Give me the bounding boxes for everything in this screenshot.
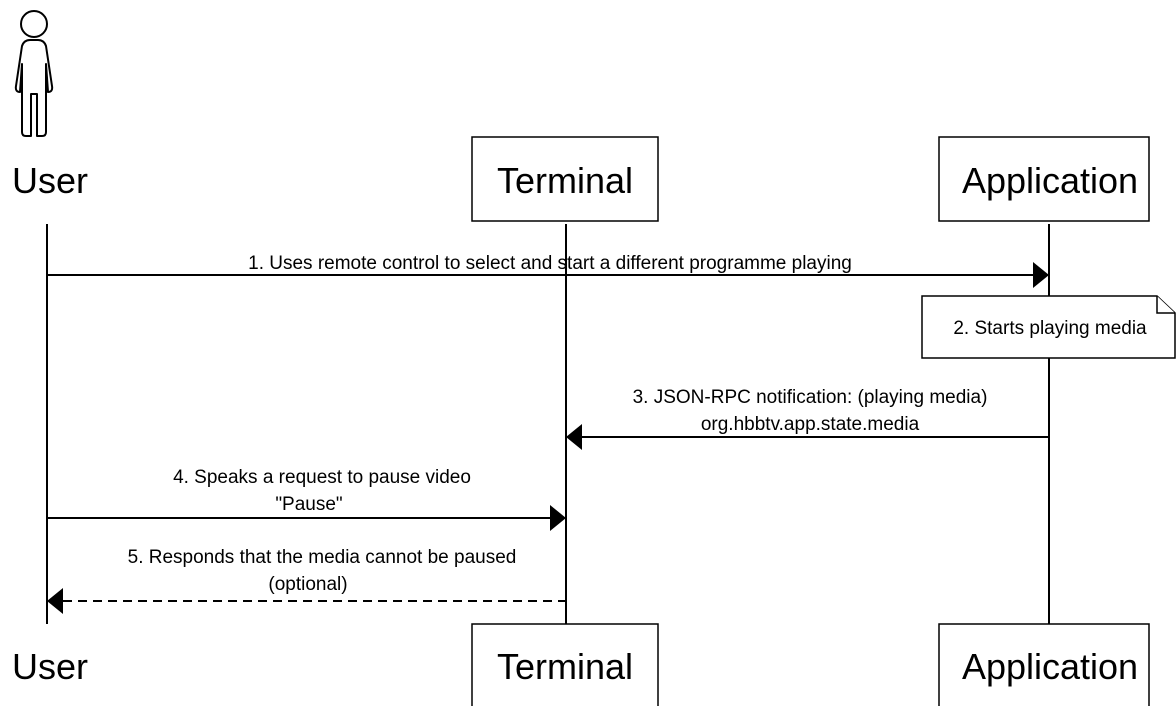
message-5-label-line1: 5. Responds that the media cannot be pau… xyxy=(128,547,517,568)
user-actor-icon xyxy=(14,10,54,137)
message-3-label-line1: 3. JSON-RPC notification: (playing media… xyxy=(633,387,988,408)
user-label-bottom: User xyxy=(12,646,88,687)
message-4-label-line2: "Pause" xyxy=(275,494,342,515)
note-2: 2. Starts playing media xyxy=(921,295,1176,359)
message-3-arrowhead xyxy=(566,424,582,450)
user-label-top: User xyxy=(12,160,88,201)
application-label-top: Application xyxy=(962,160,1138,201)
message-3-label-line2: org.hbbtv.app.state.media xyxy=(701,414,920,435)
message-4-label-line1: 4. Speaks a request to pause video xyxy=(173,467,471,488)
terminal-label-bottom: Terminal xyxy=(497,646,633,687)
application-box-top xyxy=(938,136,1150,222)
terminal-box-top xyxy=(471,136,659,222)
message-4: 4. Speaks a request to pause video "Paus… xyxy=(47,467,566,531)
terminal-box-bottom xyxy=(471,623,659,706)
terminal-label-top: Terminal xyxy=(497,160,633,201)
note-2-label: 2. Starts playing media xyxy=(953,318,1147,339)
message-3: 3. JSON-RPC notification: (playing media… xyxy=(566,387,1049,450)
application-label-bottom: Application xyxy=(962,646,1138,687)
application-box-bottom xyxy=(938,623,1150,706)
message-5: 5. Responds that the media cannot be pau… xyxy=(47,547,566,614)
message-1-arrowhead xyxy=(1033,262,1049,288)
message-5-label-line2: (optional) xyxy=(268,574,347,595)
note-2-box xyxy=(921,295,1176,359)
message-4-arrowhead xyxy=(550,505,566,531)
message-5-arrowhead xyxy=(47,588,63,614)
message-1: 1. Uses remote control to select and sta… xyxy=(47,253,1049,288)
message-1-label: 1. Uses remote control to select and sta… xyxy=(248,253,852,274)
note-2-fold xyxy=(1156,296,1175,314)
